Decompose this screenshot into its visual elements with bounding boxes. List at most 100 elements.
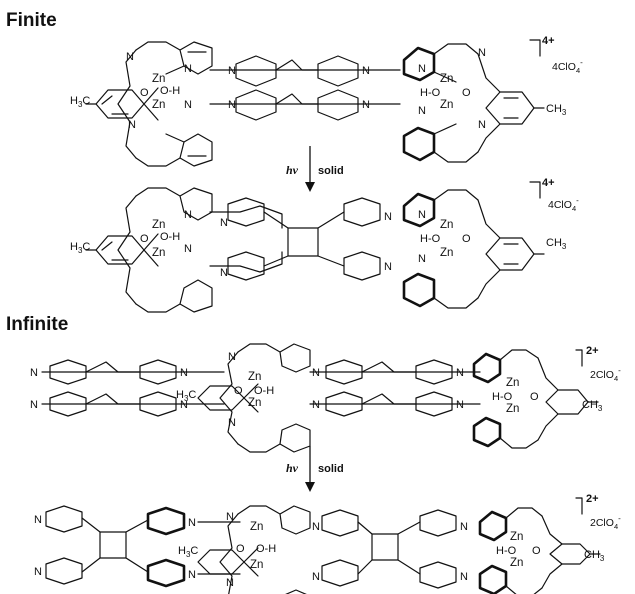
n-atom-bridge-ll-p: N — [220, 267, 228, 279]
finite-reaction-arrow: hv solid — [286, 146, 344, 192]
section-title-finite: Finite — [6, 10, 57, 31]
o-atom-inf-p-c: O — [236, 543, 245, 555]
zn-atom-upper-right-p: Zn — [440, 219, 453, 231]
hv-label-infinite: hv — [286, 461, 299, 475]
n-atom-bridge-ur-p: N — [384, 211, 392, 223]
charge-finite-product: 4+ — [542, 177, 555, 189]
infinite-product-right-complex — [478, 507, 601, 594]
zn-atom-inf-p-upper-c: Zn — [250, 521, 263, 533]
n-atom-py-ul: N — [184, 63, 192, 75]
infinite-reactant-center-complex — [197, 343, 311, 453]
finite-reactant-molecule: Zn Zn O O-H N N N N H3C N N N N — [70, 35, 583, 167]
n-atom-terminal-ul: N — [30, 367, 38, 379]
cyclobutane-ring-finite — [287, 227, 319, 257]
n-atom-py-ll: N — [184, 99, 192, 111]
n-atom-inf-ll: N — [180, 399, 188, 411]
n-atom-inf-ul: N — [180, 367, 188, 379]
n-atom-inf-p-bridge-ul: N — [312, 521, 320, 533]
n-atom-inf-bridge-ll: N — [312, 399, 320, 411]
solid-label-finite: solid — [318, 165, 344, 177]
zn-atom-upper-left-p: Zn — [152, 219, 165, 231]
zn-atom-inf-p-upper-r: Zn — [510, 531, 523, 543]
infinite-product-molecule: N N N N Zn Zn O O-H N N H3C N N — [34, 493, 621, 594]
finite-reactant-right-complex — [402, 43, 545, 163]
infinite-reactant-molecule: N N N N Zn Zn O O-H N N H3C N N N — [30, 343, 621, 453]
solid-label-infinite: solid — [318, 463, 344, 475]
methyl-label-inf-p-c: H3C — [178, 545, 198, 559]
n-atom-inf-p-imine-lc: N — [226, 577, 234, 589]
charge-finite-reactant: 4+ — [542, 35, 555, 47]
n-atom-py-ur: N — [418, 63, 426, 75]
infinite-product-center-complex — [197, 505, 311, 594]
oh-group-left-p: O-H — [160, 231, 180, 243]
n-atom-inf-bridge-lr: N — [456, 399, 464, 411]
n-atom-inf-p-terminal-ul: N — [34, 514, 42, 526]
infinite-reactant-right-complex — [472, 349, 599, 449]
methyl-label-right: CH3 — [546, 103, 567, 117]
n-atom-inf-bridge-ur: N — [456, 367, 464, 379]
o-atom-inf-c: O — [234, 385, 243, 397]
n-atom-inf-p-bridge-ll: N — [312, 571, 320, 583]
ho-group-inf-p-r: H-O — [496, 545, 517, 557]
zn-atom-inf-p-lower-c: Zn — [250, 559, 263, 571]
o-atom-right-p: O — [462, 233, 471, 245]
anion-finite-reactant: 4ClO4- — [552, 58, 583, 75]
zn-atom-inf-upper-r: Zn — [506, 377, 519, 389]
n-atom-terminal-ll: N — [30, 399, 38, 411]
cyclobutane-ring-infinite-right — [371, 533, 399, 561]
cyclobutane-ring-infinite-left — [99, 531, 127, 559]
anion-finite-product: 4ClO4- — [548, 196, 579, 213]
ho-group-right-p: H-O — [420, 233, 441, 245]
n-atom-imine-ur: N — [478, 47, 486, 59]
anion-infinite-product: 2ClO4- — [590, 514, 621, 531]
n-atom-inf-p-imine-uc: N — [226, 511, 234, 523]
zn-atom-inf-p-lower-r: Zn — [510, 557, 523, 569]
n-atom-inf-p-bridge-ur: N — [460, 521, 468, 533]
n-atom-bridge-ul-p: N — [220, 217, 228, 229]
methyl-label-left: H3C — [70, 95, 90, 109]
anion-infinite-reactant: 2ClO4- — [590, 366, 621, 383]
n-atom-imine-lr: N — [478, 119, 486, 131]
o-atom-inf-r: O — [530, 391, 539, 403]
zn-atom-lower-right-p: Zn — [440, 247, 453, 259]
n-atom-inf-p-terminal-ll: N — [34, 566, 42, 578]
o-atom-right: O — [462, 87, 471, 99]
n-atom-bridge-ur: N — [362, 65, 370, 77]
n-atom-inf-p-ll: N — [188, 569, 196, 581]
methyl-label-inf-r: CH3 — [582, 399, 603, 413]
methyl-label-left-p: H3C — [70, 241, 90, 255]
methyl-label-right-p: CH3 — [546, 237, 567, 251]
n-atom-imine-ul: N — [126, 51, 134, 63]
n-atom-bridge-lr-p: N — [384, 261, 392, 273]
n-atom-inf-p-ul: N — [188, 517, 196, 529]
n-atom-py-ur-p: N — [418, 209, 426, 221]
o-atom-left-p: O — [140, 233, 149, 245]
n-atom-inf-imine-lc: N — [228, 417, 236, 429]
finite-reactant-left-complex — [85, 41, 213, 167]
zn-atom-inf-lower-c: Zn — [248, 397, 261, 409]
o-atom-inf-p-r: O — [532, 545, 541, 557]
zn-atom-upper-right: Zn — [440, 73, 453, 85]
oh-group-left: O-H — [160, 85, 180, 97]
n-atom-bridge-ul: N — [228, 65, 236, 77]
finite-product-left-complex — [85, 187, 213, 313]
n-atom-inf-p-bridge-lr: N — [460, 571, 468, 583]
section-title-infinite: Infinite — [6, 314, 68, 335]
zn-atom-lower-left-p: Zn — [152, 247, 165, 259]
n-atom-inf-bridge-ul: N — [312, 367, 320, 379]
n-atom-inf-imine-uc: N — [228, 351, 236, 363]
zn-atom-inf-lower-r: Zn — [506, 403, 519, 415]
zn-atom-lower-right: Zn — [440, 99, 453, 111]
n-atom-py-ul-p: N — [184, 209, 192, 221]
finite-product-right-complex — [402, 189, 545, 309]
n-atom-py-lr-p: N — [418, 253, 426, 265]
methyl-label-inf-p-r: CH3 — [584, 549, 605, 563]
finite-product-molecule: Zn Zn O O-H N N H3C N N N N Zn Zn — [70, 177, 579, 313]
oh-group-inf-c: O-H — [254, 385, 274, 397]
methyl-label-inf-c: H3C — [176, 389, 196, 403]
o-atom-left: O — [140, 87, 149, 99]
zn-atom-inf-upper-c: Zn — [248, 371, 261, 383]
infinite-reaction-arrow: hv solid — [286, 446, 344, 492]
hv-label-finite: hv — [286, 163, 299, 177]
